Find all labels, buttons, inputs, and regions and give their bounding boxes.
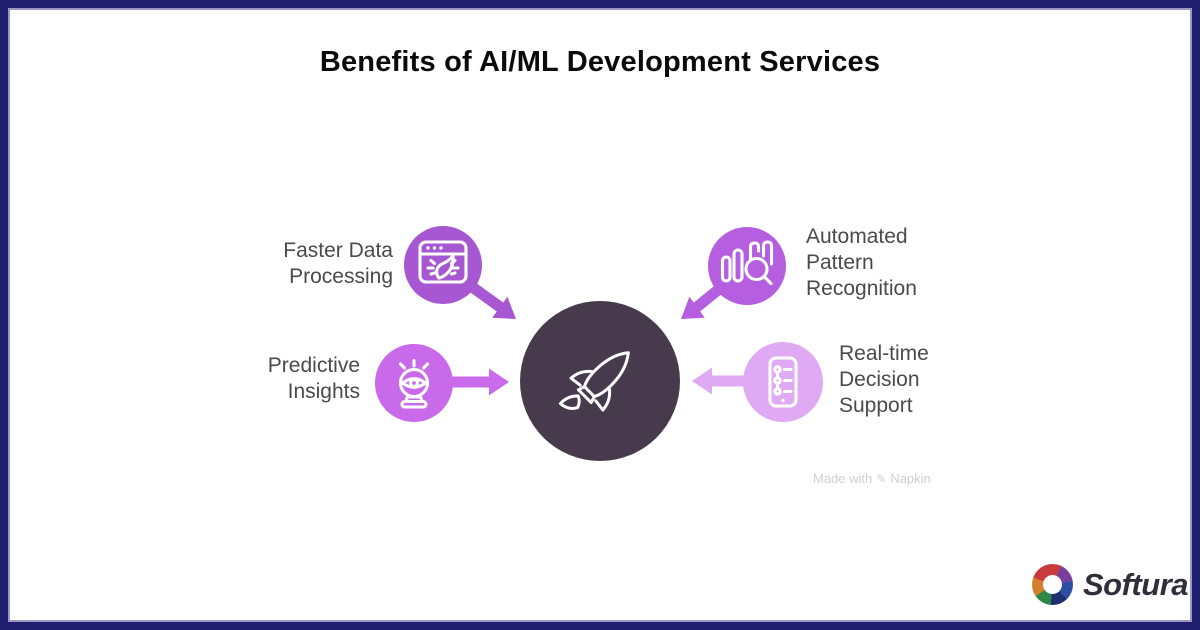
softura-swirl-icon xyxy=(1032,564,1073,605)
pen-icon: ✎ xyxy=(876,471,887,486)
label-real-time-decision-support: Real-time Decision Support xyxy=(839,342,929,417)
circle-predictive-insights xyxy=(375,344,453,422)
watermark-brand: Napkin xyxy=(890,471,931,486)
watermark-prefix: Made with xyxy=(813,471,873,486)
softura-wordmark: Softura xyxy=(1083,566,1189,602)
phone-timeline-icon xyxy=(768,356,798,408)
page-title: Benefits of AI/ML Development Services xyxy=(319,46,881,78)
crystal-ball-eye-icon xyxy=(398,358,430,409)
center-circle xyxy=(520,301,680,461)
label-faster-data-processing: Faster Data Processing xyxy=(283,239,393,288)
label-predictive-insights: Predictive Insights xyxy=(267,354,360,403)
bar-chart-magnifier-icon xyxy=(720,240,774,286)
circle-real-time-decision-support xyxy=(743,342,823,422)
rocket-icon xyxy=(558,351,630,412)
label-automated-pattern-recognition: Automated Pattern Recognition xyxy=(806,225,917,300)
speedometer-browser-icon xyxy=(418,240,468,284)
softura-logo: Softura xyxy=(1032,564,1189,605)
napkin-watermark: Made with ✎ Napkin xyxy=(813,471,931,486)
